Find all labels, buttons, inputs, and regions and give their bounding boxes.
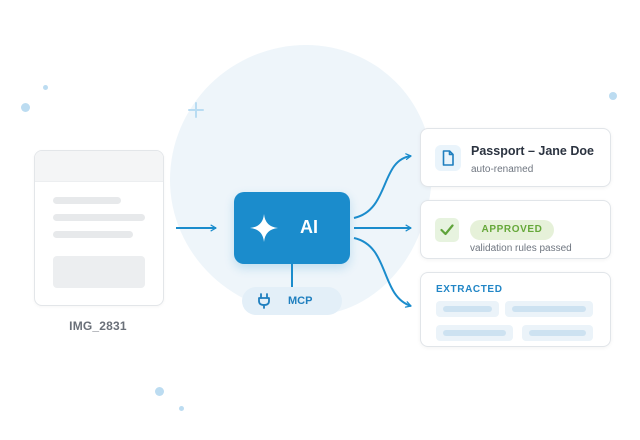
document-text-line bbox=[53, 197, 121, 204]
source-filename: IMG_2831 bbox=[69, 319, 127, 333]
document-text-line bbox=[53, 214, 145, 221]
extracted-field-placeholder bbox=[436, 301, 499, 317]
background-blob bbox=[170, 45, 432, 315]
validation-subtitle: validation rules passed bbox=[470, 243, 572, 254]
file-icon-badge bbox=[435, 145, 461, 171]
validation-output-card: APPROVED validation rules passed bbox=[420, 200, 611, 259]
renamed-output-card: Passport – Jane Doe auto-renamed bbox=[420, 128, 611, 187]
document-text-line bbox=[53, 231, 133, 238]
check-icon bbox=[440, 224, 454, 236]
decor-dot bbox=[155, 387, 164, 396]
renamed-title: Passport – Jane Doe bbox=[471, 144, 594, 158]
decor-dot bbox=[21, 103, 30, 112]
decor-dot bbox=[609, 92, 617, 100]
arrow-to-extracted bbox=[353, 237, 412, 308]
ai-processor-node: AI bbox=[234, 192, 350, 264]
decor-dot bbox=[179, 406, 184, 411]
file-icon bbox=[442, 150, 454, 166]
ai-label: AI bbox=[300, 217, 318, 237]
extracted-output-card: EXTRACTED bbox=[420, 272, 611, 347]
check-icon-badge bbox=[435, 218, 459, 242]
decor-dot bbox=[43, 85, 48, 90]
approved-badge: APPROVED bbox=[470, 220, 554, 240]
source-document-card bbox=[34, 150, 164, 306]
extracted-field-placeholder bbox=[522, 325, 593, 341]
plug-icon bbox=[258, 293, 270, 309]
mcp-plugin-pill: MCP bbox=[242, 287, 342, 315]
extracted-heading: EXTRACTED bbox=[436, 284, 503, 295]
extracted-field-placeholder bbox=[505, 301, 593, 317]
decor-plus-icon bbox=[186, 100, 206, 120]
arrow-to-renamed bbox=[353, 153, 412, 219]
mcp-label: MCP bbox=[288, 295, 313, 307]
mcp-connector bbox=[291, 264, 293, 288]
sparkle-icon bbox=[250, 214, 278, 242]
renamed-subtitle: auto-renamed bbox=[471, 164, 534, 175]
extracted-field-placeholder bbox=[436, 325, 513, 341]
document-image-placeholder bbox=[53, 256, 145, 288]
document-header bbox=[35, 151, 163, 182]
